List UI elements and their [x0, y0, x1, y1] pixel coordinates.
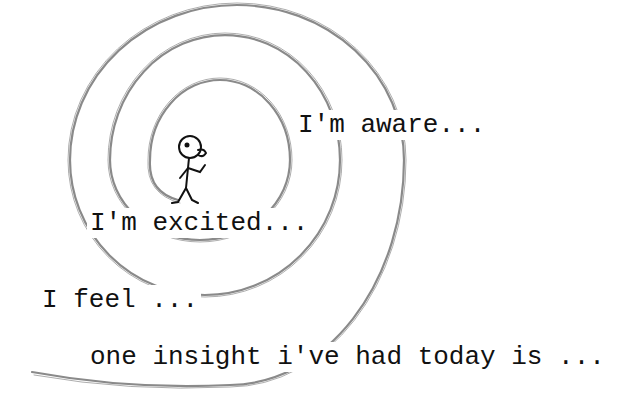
- prompt-text: I feel ...: [39, 285, 201, 315]
- prompt-text: one insight i've had today is ...: [87, 342, 608, 372]
- prompt-text: I'm excited...: [87, 208, 311, 238]
- stick-figure: [172, 136, 206, 203]
- spiral: [32, 3, 406, 388]
- prompt-text: I'm aware...: [295, 110, 488, 140]
